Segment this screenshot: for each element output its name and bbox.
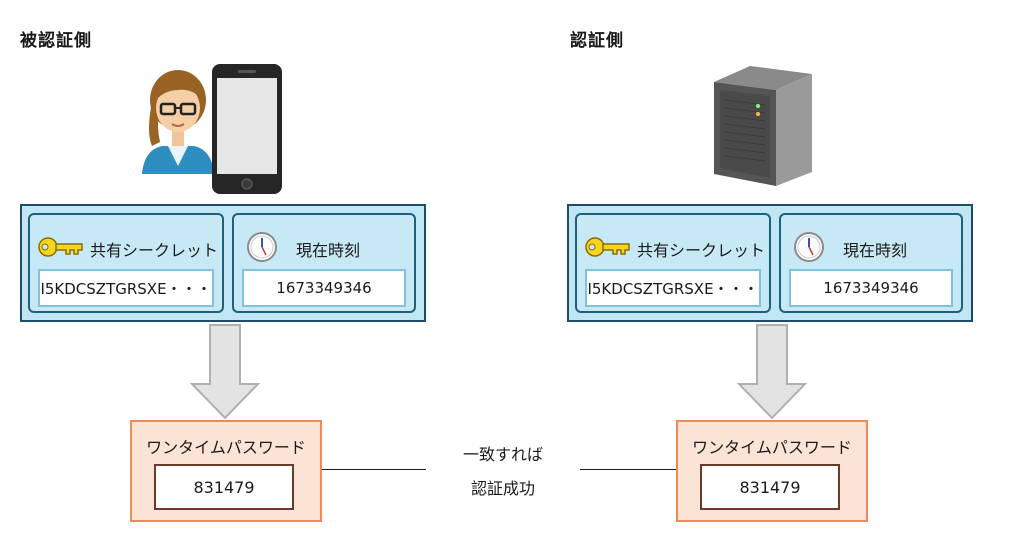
key-icon xyxy=(585,237,630,257)
otp-label: ワンタイムパスワード xyxy=(146,438,306,457)
server-side-title: 認証側 xyxy=(570,31,624,51)
clock-icon xyxy=(247,232,277,262)
secret-value: I5KDCSZTGRSXE・・・ xyxy=(585,269,761,307)
server-time-card: 現在時刻 1673349346 xyxy=(779,213,963,313)
client-secret-card: 共有シークレット I5KDCSZTGRSXE・・・ xyxy=(28,213,224,313)
client-side-title: 被認証側 xyxy=(20,31,92,51)
client-time-card: 現在時刻 1673349346 xyxy=(232,213,416,313)
time-value: 1673349346 xyxy=(242,269,406,307)
otp-label: ワンタイムパスワード xyxy=(692,438,852,457)
server-input-panel: 共有シークレット I5KDCSZTGRSXE・・・ 現在時刻 167334934… xyxy=(567,204,973,322)
time-label: 現在時刻 xyxy=(296,241,361,260)
smartphone-icon xyxy=(212,64,282,194)
time-label: 現在時刻 xyxy=(843,241,908,260)
match-result-text: 一致すれば 認証成功 xyxy=(436,438,570,506)
match-line-2: 認証成功 xyxy=(470,479,535,498)
left-down-arrow xyxy=(190,324,260,420)
right-compare-line xyxy=(580,469,676,470)
right-down-arrow xyxy=(737,324,807,420)
server-otp-box: ワンタイムパスワード 831479 xyxy=(676,420,868,522)
server-icon xyxy=(714,66,812,186)
time-value: 1673349346 xyxy=(789,269,953,307)
client-otp-box: ワンタイムパスワード 831479 xyxy=(130,420,322,522)
otp-value: 831479 xyxy=(154,464,294,510)
match-line-1: 一致すれば xyxy=(462,445,543,464)
key-icon xyxy=(38,237,83,257)
user-avatar-icon xyxy=(142,70,214,174)
otp-value: 831479 xyxy=(700,464,840,510)
secret-value: I5KDCSZTGRSXE・・・ xyxy=(38,269,214,307)
clock-icon xyxy=(794,232,824,262)
client-input-panel: 共有シークレット I5KDCSZTGRSXE・・・ 現在時刻 167334934… xyxy=(20,204,426,322)
server-secret-card: 共有シークレット I5KDCSZTGRSXE・・・ xyxy=(575,213,771,313)
secret-label: 共有シークレット xyxy=(90,241,219,260)
secret-label: 共有シークレット xyxy=(637,241,766,260)
left-compare-line xyxy=(322,469,426,470)
